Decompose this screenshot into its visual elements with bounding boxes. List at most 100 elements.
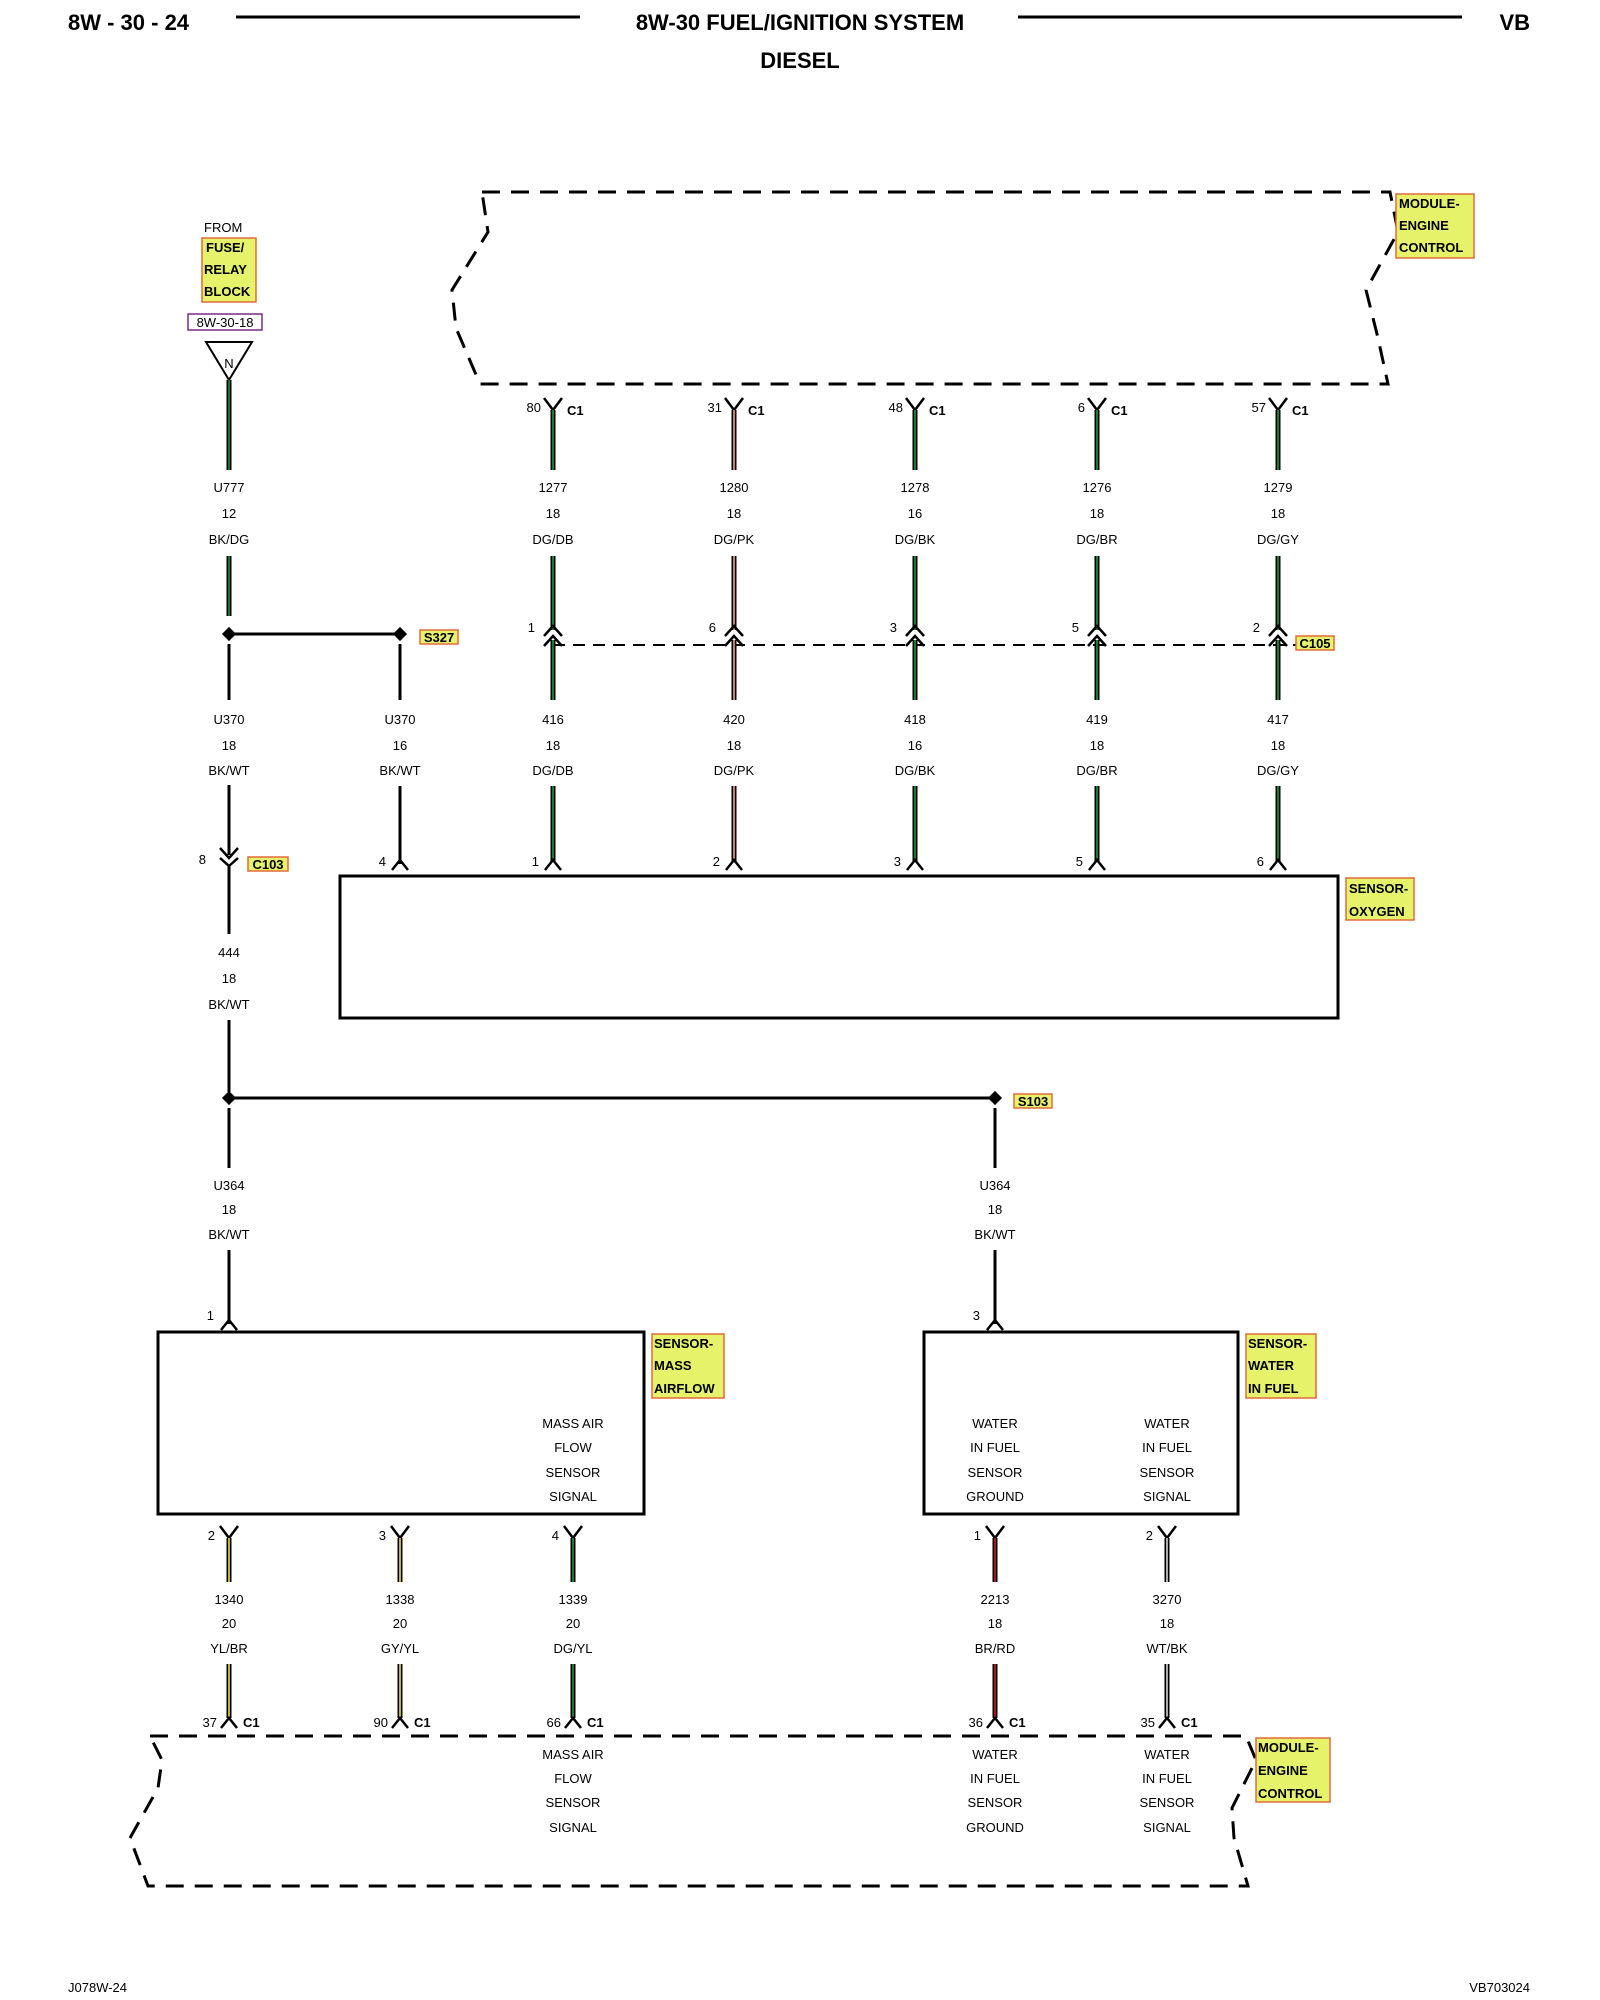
o2-circuit-color-2: DG/BK — [895, 763, 936, 778]
fuse-relay-tag — [201, 237, 257, 303]
page-header: 8W - 30 - 24 8W-30 FUEL/IGNITION SYSTEM … — [68, 10, 1530, 73]
bottom-circuit-color-2: DG/YL — [553, 1641, 592, 1656]
bottom-circuit-color-1: GY/YL — [381, 1641, 419, 1656]
ecm-pin-fork-0 — [543, 397, 563, 413]
ecm-circuit-number-1: 1280 — [720, 480, 749, 495]
o2-circuit-gauge-3: 18 — [1090, 738, 1104, 753]
ecm-bottom-pin-chevron-1 — [391, 1715, 409, 1729]
u370-branch-circuit: U370 — [384, 712, 415, 727]
ecm-circuit-gauge-0: 18 — [546, 506, 560, 521]
ecm-bottom-pin-chevron-2 — [564, 1715, 582, 1729]
ecm-top-conn-3: C1 — [1111, 403, 1128, 418]
ecm-top-outline — [450, 190, 1400, 386]
wif-ground-func-4: GROUND — [966, 1489, 1024, 1504]
w444-color: BK/WT — [208, 997, 249, 1012]
c105-pin-2: 3 — [890, 620, 897, 635]
sensor-pin-fork-2 — [563, 1525, 583, 1541]
o2-circuit-gauge-0: 18 — [546, 738, 560, 753]
ecm-pin-fork-3 — [1087, 397, 1107, 413]
ecm-bottom-pin-2: 66 — [547, 1715, 561, 1730]
sensor-pin-fork-1 — [390, 1525, 410, 1541]
w444-gauge: 18 — [222, 971, 236, 986]
fuse-relay-line-1: FUSE/ — [206, 240, 245, 255]
ecm-maf-func-3: SENSOR — [546, 1795, 601, 1810]
fuse-relay-source: FROM FUSE/ RELAY BLOCK 8W-30-18 N — [187, 220, 263, 382]
ecm-wif-ground-func-3: SENSOR — [968, 1795, 1023, 1810]
u364-right-color: BK/WT — [974, 1227, 1015, 1242]
maf-func-3: SENSOR — [546, 1465, 601, 1480]
sensor-pin-4: 2 — [1146, 1528, 1153, 1543]
u777-circuit: U777 — [213, 480, 244, 495]
ecm-bottom-conn-0: C1 — [243, 1715, 260, 1730]
ecm-circuit-color-4: DG/GY — [1257, 532, 1299, 547]
ecm-circuit-gauge-4: 18 — [1271, 506, 1285, 521]
ecm-bottom-pin-3: 36 — [969, 1715, 983, 1730]
ecm-maf-func-1: MASS AIR — [542, 1747, 603, 1762]
maf-func-4: SIGNAL — [549, 1489, 597, 1504]
splice-s103-label: S103 — [1018, 1094, 1048, 1109]
left-trunk: U777 12 BK/DG S327 U370 18 BK/WT 8 C103 … — [199, 380, 1053, 1331]
c105-chevron-a-3 — [1087, 624, 1107, 637]
wif-function-text: WATER IN FUEL SENSOR GROUND WATER IN FUE… — [966, 1416, 1194, 1504]
sensor-maf-label-1: SENSOR- — [654, 1336, 713, 1351]
ecm-pin-fork-2 — [905, 397, 925, 413]
ecm-wif-signal-func-1: WATER — [1144, 1747, 1190, 1762]
u370-branch-gauge: 16 — [393, 738, 407, 753]
o2-pin-chevron-0 — [544, 857, 562, 871]
wif-signal-func-2: IN FUEL — [1142, 1440, 1192, 1455]
wif-signal-func-3: SENSOR — [1140, 1465, 1195, 1480]
ecm-top-label: MODULE- ENGINE CONTROL — [1395, 193, 1475, 259]
o2-sensor-pin-3: 5 — [1076, 854, 1083, 869]
o2-circuit-gauge-2: 16 — [908, 738, 922, 753]
fuse-relay-line-3: BLOCK — [204, 284, 251, 299]
ecm-top-conn-4: C1 — [1292, 403, 1309, 418]
sensor-oxygen-tag — [1345, 877, 1415, 921]
bottom-circuit-gauge-1: 20 — [393, 1616, 407, 1631]
o2-circuit-color-4: DG/GY — [1257, 763, 1299, 778]
sensor-wif-label-1: SENSOR- — [1248, 1336, 1307, 1351]
sensor-pin-fork-3 — [985, 1525, 1005, 1541]
footer-left-code: J078W-24 — [68, 1980, 127, 1995]
o2-circuit-number-3: 419 — [1086, 712, 1108, 727]
ecm-maf-func-2: FLOW — [554, 1771, 592, 1786]
ecm-top-conn-2: C1 — [929, 403, 946, 418]
bottom-circuit-number-0: 1340 — [215, 1592, 244, 1607]
o2-sensor-pin-4: 6 — [1257, 854, 1264, 869]
page-ref-link: 8W-30-18 — [197, 315, 254, 330]
page-ref-box — [187, 313, 263, 331]
maf-func-1: MASS AIR — [542, 1416, 603, 1431]
u370-gauge: 18 — [222, 738, 236, 753]
ecm-maf-func-4: SIGNAL — [549, 1820, 597, 1835]
ecm-top-pin-4: 57 — [1252, 400, 1266, 415]
sensor-oxygen-box — [338, 874, 1340, 1020]
o2-circuit-number-4: 417 — [1267, 712, 1289, 727]
ecm-circuit-gauge-1: 18 — [727, 506, 741, 521]
c105-chevron-a-1 — [724, 624, 744, 637]
maf-pin-1: 1 — [207, 1308, 214, 1323]
ecm-top-label-line-2: ENGINE — [1399, 218, 1449, 233]
o2-circuit-number-0: 416 — [542, 712, 564, 727]
o2-pin-4-chevron — [391, 857, 409, 871]
c105-chevron-b-3 — [1087, 634, 1107, 647]
source-from-label: FROM — [204, 220, 242, 235]
ecm-pin-fork-4 — [1268, 397, 1288, 413]
o2-pin-chevron-4 — [1269, 857, 1287, 871]
u777-color: BK/DG — [209, 532, 249, 547]
ecm-bottom-pin-chevron-4 — [1158, 1715, 1176, 1729]
sensor-wif-box — [922, 1330, 1240, 1516]
bottom-circuit-gauge-4: 18 — [1160, 1616, 1174, 1631]
sensor-maf-box — [156, 1330, 646, 1516]
sensor-wif-label-2: WATER — [1248, 1358, 1295, 1373]
c105-tag — [1295, 635, 1335, 651]
sensor-pin-2: 4 — [552, 1528, 559, 1543]
c103-tag — [247, 856, 289, 872]
ecm-bottom-outline — [128, 1734, 1258, 1888]
sensor-pin-1: 3 — [379, 1528, 386, 1543]
fuse-terminal-letter: N — [224, 356, 233, 371]
bottom-circuit-gauge-0: 20 — [222, 1616, 236, 1631]
ecm-top-conn-0: C1 — [567, 403, 584, 418]
ecm-bottom-label-3: CONTROL — [1258, 1786, 1322, 1801]
ecm-wif-ground-func-2: IN FUEL — [970, 1771, 1020, 1786]
ecm-bottom-pin-chevron-0 — [220, 1715, 238, 1729]
